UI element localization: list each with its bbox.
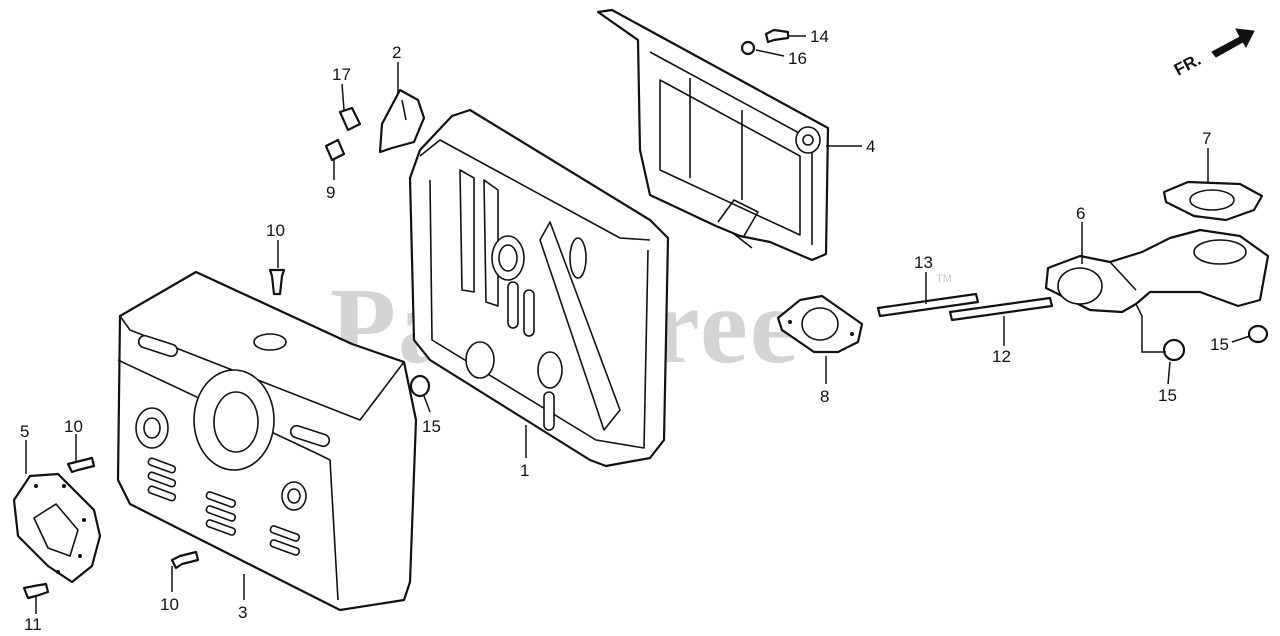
callout-13[interactable]: 13 xyxy=(914,253,933,272)
callout-10-left[interactable]: 10 xyxy=(64,417,83,436)
part-bolts xyxy=(22,268,286,600)
callout-15-muffler[interactable]: 15 xyxy=(422,417,441,436)
callout-5[interactable]: 5 xyxy=(20,422,29,441)
part-end-plate xyxy=(12,472,102,584)
front-arrow-icon xyxy=(1211,28,1255,58)
callout-10-top[interactable]: 10 xyxy=(266,221,285,240)
callout-1[interactable]: 1 xyxy=(520,461,529,480)
part-bolts-small xyxy=(324,106,362,162)
callout-16[interactable]: 16 xyxy=(788,49,807,68)
part-muffler-cover xyxy=(116,270,418,612)
part-nuts xyxy=(409,28,1269,398)
callout-17[interactable]: 17 xyxy=(332,65,351,84)
callout-7[interactable]: 7 xyxy=(1202,129,1211,148)
callout-10-bottom[interactable]: 10 xyxy=(160,595,179,614)
part-muffler xyxy=(408,108,670,468)
callout-11[interactable]: 11 xyxy=(24,615,42,634)
part-heat-shield xyxy=(596,8,830,262)
callout-3[interactable]: 3 xyxy=(238,603,247,622)
callout-6[interactable]: 6 xyxy=(1076,204,1085,223)
callout-9[interactable]: 9 xyxy=(326,183,335,202)
front-label: FR. xyxy=(1171,50,1204,80)
watermark-tm: TM xyxy=(936,273,952,285)
callout-labels: 1 2 3 4 5 6 7 8 9 10 10 10 11 12 13 14 1… xyxy=(20,27,1229,634)
part-gasket-7 xyxy=(1162,180,1264,222)
part-studs xyxy=(876,292,1054,322)
callout-15-pipe[interactable]: 15 xyxy=(1158,386,1177,405)
callout-15-right[interactable]: 15 xyxy=(1210,335,1229,354)
part-bracket xyxy=(378,88,426,154)
part-exhaust-pipe xyxy=(1044,228,1270,314)
front-direction-indicator: FR. xyxy=(1171,28,1255,80)
callout-12[interactable]: 12 xyxy=(992,347,1011,366)
callout-2[interactable]: 2 xyxy=(392,43,401,62)
part-gasket-8 xyxy=(776,294,864,354)
callout-4[interactable]: 4 xyxy=(866,137,875,156)
leader-lines xyxy=(25,35,1251,614)
callout-8[interactable]: 8 xyxy=(820,387,829,406)
callout-14[interactable]: 14 xyxy=(810,27,829,46)
